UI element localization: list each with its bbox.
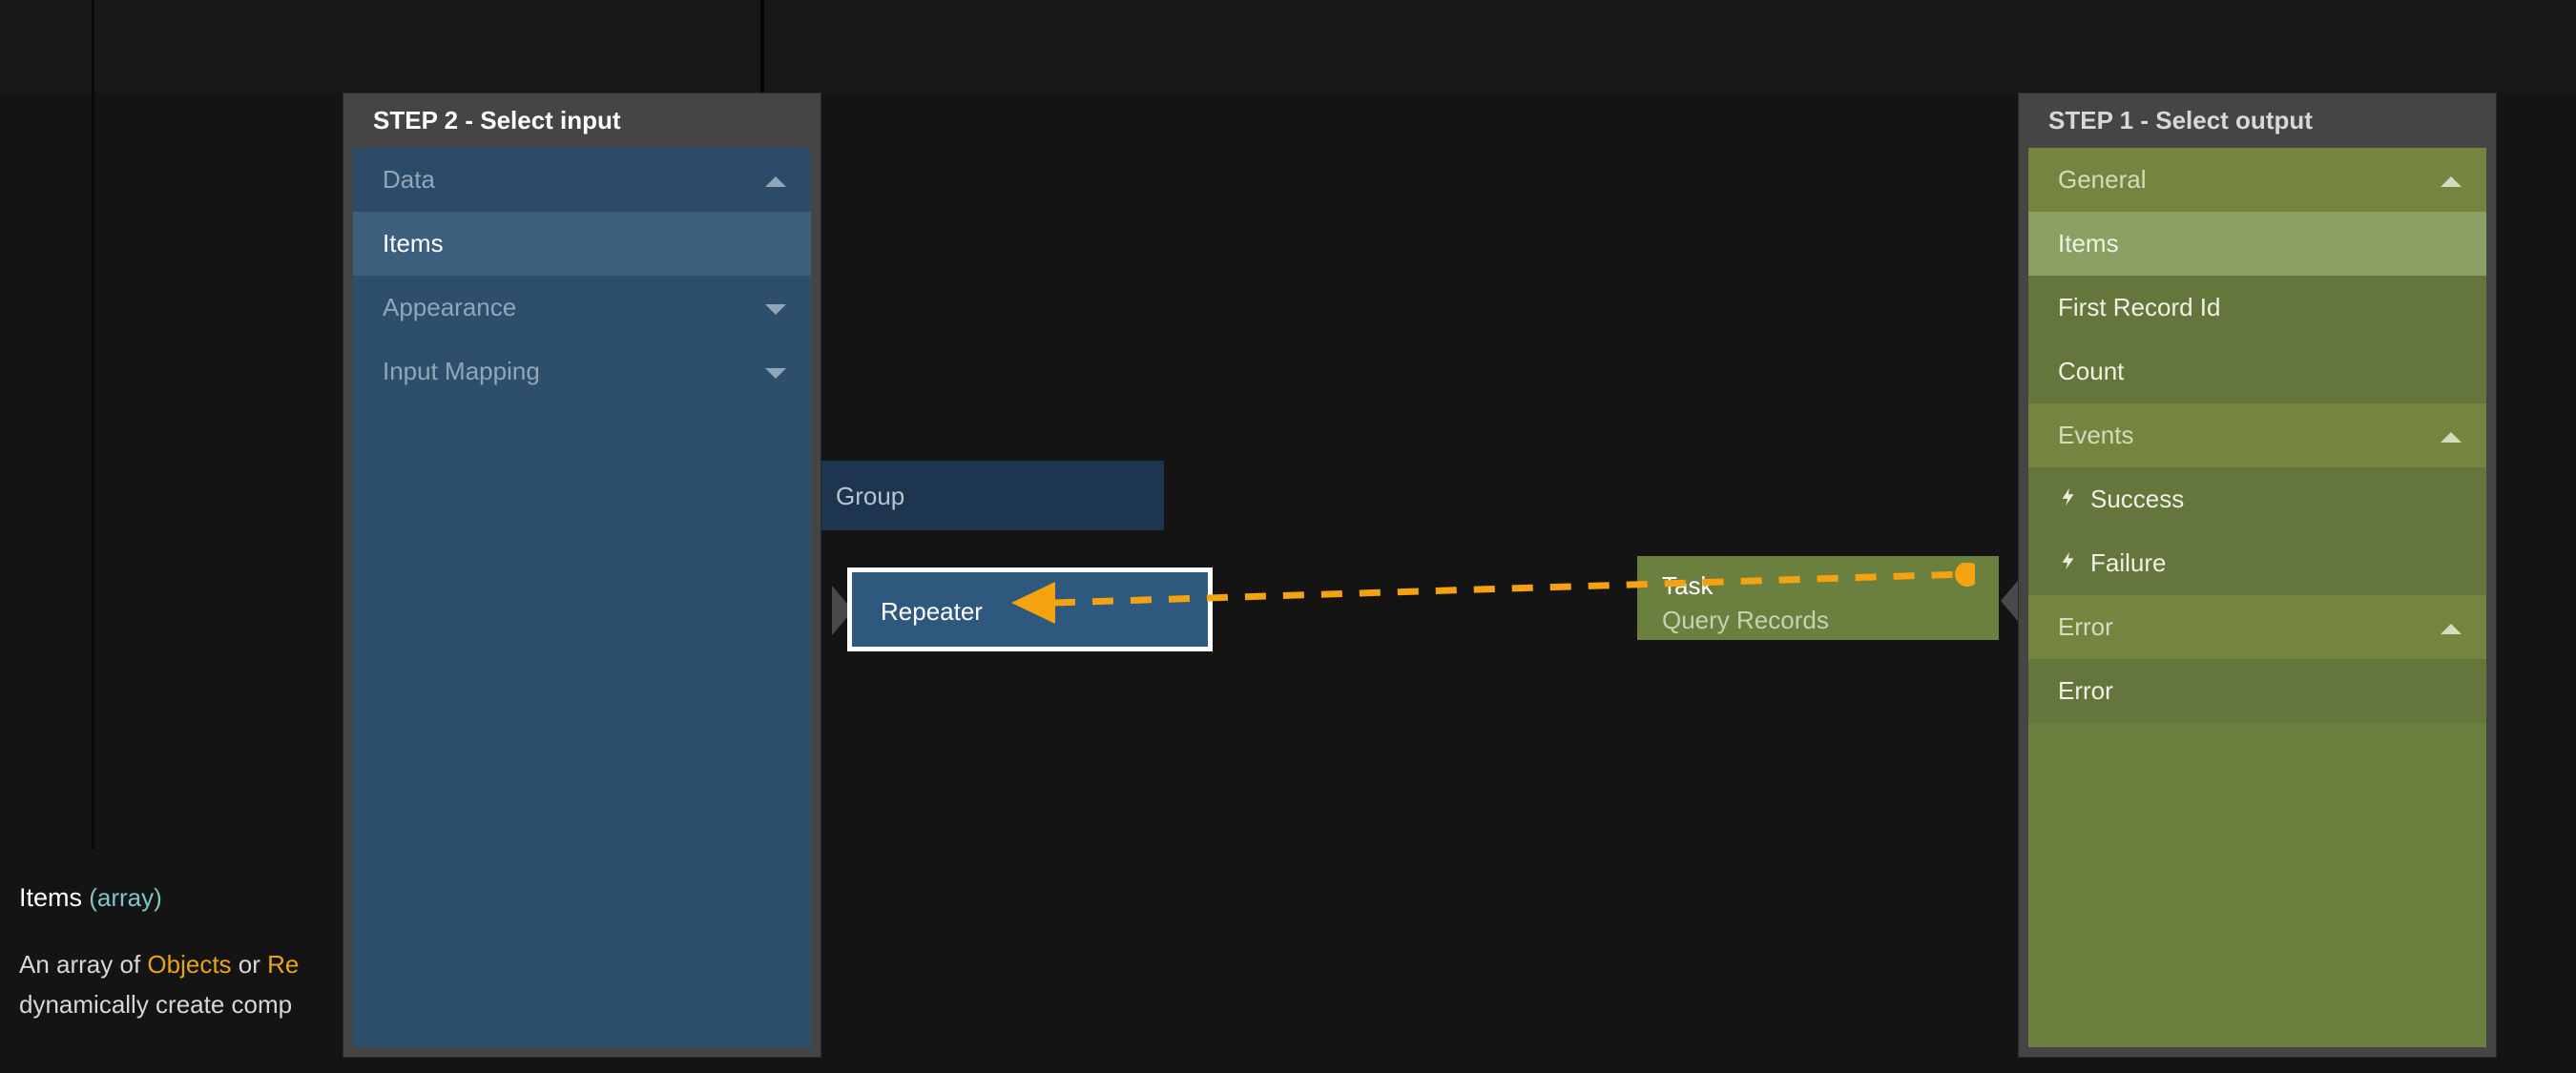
row-label: Error: [2058, 612, 2113, 641]
flow-node-task[interactable]: Task Query Records: [1637, 556, 1999, 640]
row-label: Failure: [2090, 548, 2167, 577]
tooltip-text: or: [231, 950, 268, 979]
lightning-bolt-icon: [2062, 487, 2074, 506]
output-row-error[interactable]: Error: [2028, 659, 2486, 723]
flow-node-group[interactable]: Group: [782, 461, 1164, 530]
flow-node-repeater[interactable]: Repeater: [847, 567, 1213, 651]
row-label: Error: [2058, 676, 2113, 705]
canvas-band-upper: [763, 0, 2576, 93]
select-input-panel-title: STEP 2 - Select input: [373, 106, 621, 134]
flow-node-task-label: Task: [1662, 571, 1714, 600]
output-row-items[interactable]: Items: [2028, 212, 2486, 276]
output-row-success[interactable]: Success: [2028, 467, 2486, 531]
row-label: Items: [2058, 229, 2119, 258]
chevron-down-icon[interactable]: [765, 367, 786, 379]
input-row-data[interactable]: Data: [353, 148, 811, 212]
row-label: Success: [2090, 485, 2185, 513]
chevron-down-icon[interactable]: [765, 303, 786, 315]
tooltip-type-link[interactable]: Re: [267, 950, 300, 979]
flow-node-group-label: Group: [836, 482, 905, 510]
output-row-first-record-id[interactable]: First Record Id: [2028, 276, 2486, 340]
row-label: First Record Id: [2058, 293, 2221, 321]
chevron-up-icon[interactable]: [765, 175, 786, 187]
flow-node-repeater-label: Repeater: [881, 597, 983, 626]
output-row-failure[interactable]: Failure: [2028, 531, 2486, 595]
row-label: Events: [2058, 421, 2134, 449]
input-row-input-mapping[interactable]: Input Mapping: [353, 340, 811, 403]
input-row-appearance[interactable]: Appearance: [353, 276, 811, 340]
output-row-count[interactable]: Count: [2028, 340, 2486, 403]
chevron-up-icon[interactable]: [2441, 175, 2462, 187]
input-row-items[interactable]: Items: [353, 212, 811, 276]
lightning-bolt-icon: [2062, 551, 2074, 570]
row-label: Count: [2058, 357, 2125, 385]
output-row-events[interactable]: Events: [2028, 403, 2486, 467]
row-label: General: [2058, 165, 2147, 194]
tooltip-title: Items: [19, 883, 83, 912]
tooltip-description-line2: dynamically create comp: [19, 990, 293, 1019]
chevron-up-icon[interactable]: [2441, 623, 2462, 634]
flow-node-task-sublabel: Query Records: [1662, 606, 1829, 634]
output-row-error[interactable]: Error: [2028, 595, 2486, 659]
row-label: Appearance: [383, 293, 517, 321]
row-label: Items: [383, 229, 444, 258]
chevron-up-icon[interactable]: [2441, 431, 2462, 443]
tooltip-type: (array): [89, 883, 162, 912]
task-output-port-icon[interactable]: [2001, 576, 2022, 626]
canvas-band-left: [0, 0, 763, 93]
tooltip-description-line1: An array of Objects or Re: [19, 944, 725, 984]
tooltip-text: An array of: [19, 950, 148, 979]
canvas-divider-vertical-top: [760, 0, 764, 93]
select-output-panel-title: STEP 1 - Select output: [2048, 106, 2313, 134]
row-label: Input Mapping: [383, 357, 540, 385]
output-row-general[interactable]: General: [2028, 148, 2486, 212]
row-label: Data: [383, 165, 435, 194]
tooltip-type-link[interactable]: Objects: [147, 950, 232, 979]
canvas-divider-vertical-left: [92, 0, 94, 849]
